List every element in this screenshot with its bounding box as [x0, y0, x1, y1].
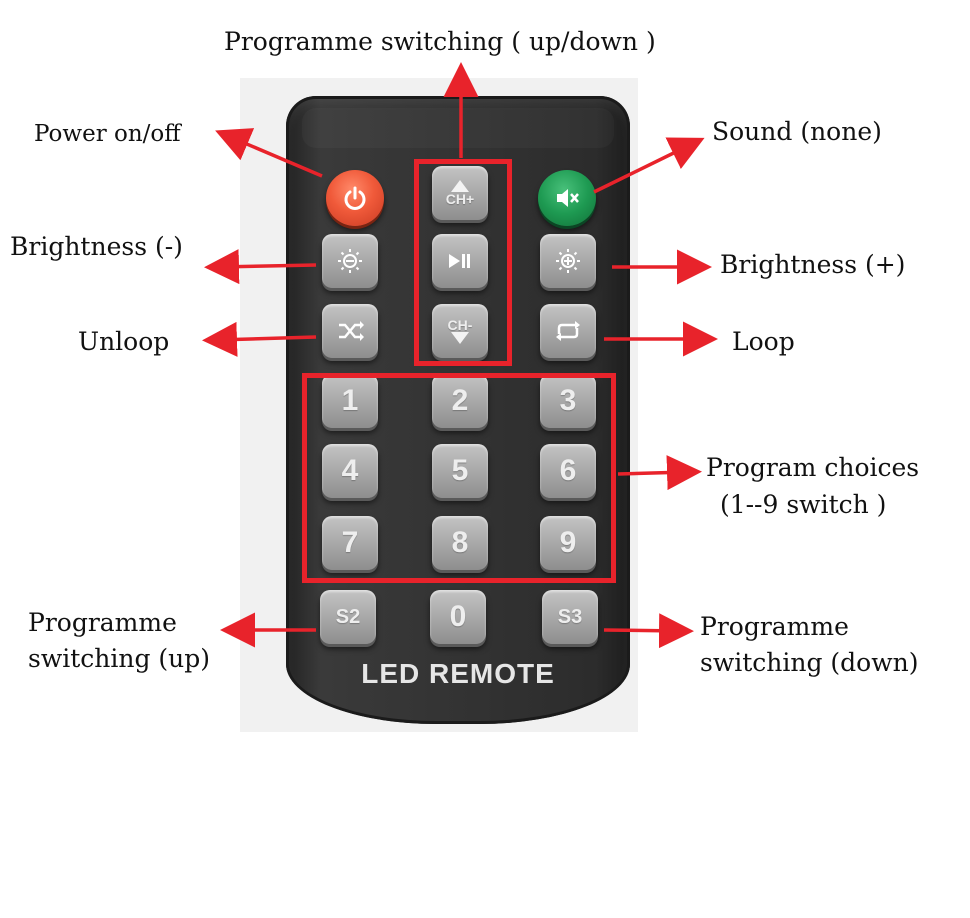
triangle-up-icon — [451, 180, 469, 192]
ch-minus-button[interactable]: CH- — [432, 304, 488, 358]
arrow-sound — [593, 137, 705, 194]
power-icon — [344, 186, 366, 210]
key-4-label: 4 — [341, 454, 359, 487]
label-programme-down-line1: Programme — [700, 612, 849, 641]
arrow-brightness-minus — [204, 249, 317, 285]
mute-button[interactable] — [538, 170, 596, 226]
label-loop: Loop — [732, 327, 795, 356]
triangle-down-icon — [451, 332, 469, 344]
key-7-label: 7 — [341, 526, 359, 559]
key-7[interactable]: 7 — [322, 516, 378, 570]
key-6-label: 6 — [559, 454, 577, 487]
label-brightness-plus: Brightness (+) — [720, 250, 906, 279]
key-9-label: 9 — [559, 526, 577, 559]
key-6[interactable]: 6 — [540, 444, 596, 498]
label-program-choices-line2: (1--9 switch ) — [712, 490, 887, 519]
speaker-mute-icon — [557, 189, 579, 207]
key-4[interactable]: 4 — [322, 444, 378, 498]
arrow-programme-down — [603, 613, 694, 649]
key-5[interactable]: 5 — [432, 444, 488, 498]
repeat-icon — [556, 321, 580, 341]
key-8[interactable]: 8 — [432, 516, 488, 570]
s3-button[interactable]: S3 — [542, 590, 598, 644]
ch-plus-button[interactable]: CH+ — [432, 166, 488, 220]
brightness-down-icon — [338, 249, 362, 273]
key-1[interactable]: 1 — [322, 374, 378, 428]
arrow-program-choices — [617, 455, 702, 491]
key-0-label: 0 — [449, 600, 467, 633]
s2-button[interactable]: S2 — [320, 590, 376, 644]
ch-minus-label: CH- — [447, 317, 473, 333]
channel-keys-highlight — [414, 159, 512, 366]
key-3[interactable]: 3 — [540, 374, 596, 428]
brightness-up-icon — [556, 249, 580, 273]
brightness-down-button[interactable] — [322, 234, 378, 288]
unloop-button[interactable] — [322, 304, 378, 358]
shuffle-icon — [339, 321, 364, 341]
power-button[interactable] — [326, 170, 384, 226]
label-program-choices-line1: Program choices — [706, 453, 920, 482]
label-programme-up-line2: switching (up) — [28, 644, 211, 673]
loop-button[interactable] — [540, 304, 596, 358]
label-programme-down-line2: switching (down) — [700, 648, 919, 677]
label-programme-up-line1: Programme — [28, 608, 177, 637]
label-power: Power on/off — [34, 121, 181, 147]
key-2[interactable]: 2 — [432, 374, 488, 428]
play-pause-button[interactable] — [432, 234, 488, 288]
play-pause-icon — [449, 254, 470, 268]
key-1-label: 1 — [341, 384, 359, 417]
label-unloop: Unloop — [78, 327, 170, 356]
key-3-label: 3 — [559, 384, 577, 417]
arrow-power — [215, 128, 323, 178]
ch-plus-label: CH+ — [445, 191, 475, 207]
key-9[interactable]: 9 — [540, 516, 596, 570]
number-keys-highlight — [302, 373, 616, 583]
s3-label: S3 — [557, 605, 583, 628]
key-2-label: 2 — [451, 384, 469, 417]
brand-label: LED REMOTE — [361, 658, 555, 689]
brightness-up-button[interactable] — [540, 234, 596, 288]
label-brightness-minus: Brightness (-) — [10, 232, 183, 261]
arrow-unloop — [202, 321, 317, 357]
label-programme-switching-updown: Programme switching ( up/down ) — [224, 27, 656, 56]
key-0[interactable]: 0 — [430, 590, 486, 644]
key-8-label: 8 — [451, 526, 469, 559]
label-sound: Sound (none) — [712, 117, 882, 146]
key-5-label: 5 — [451, 454, 469, 487]
s2-label: S2 — [335, 605, 361, 628]
